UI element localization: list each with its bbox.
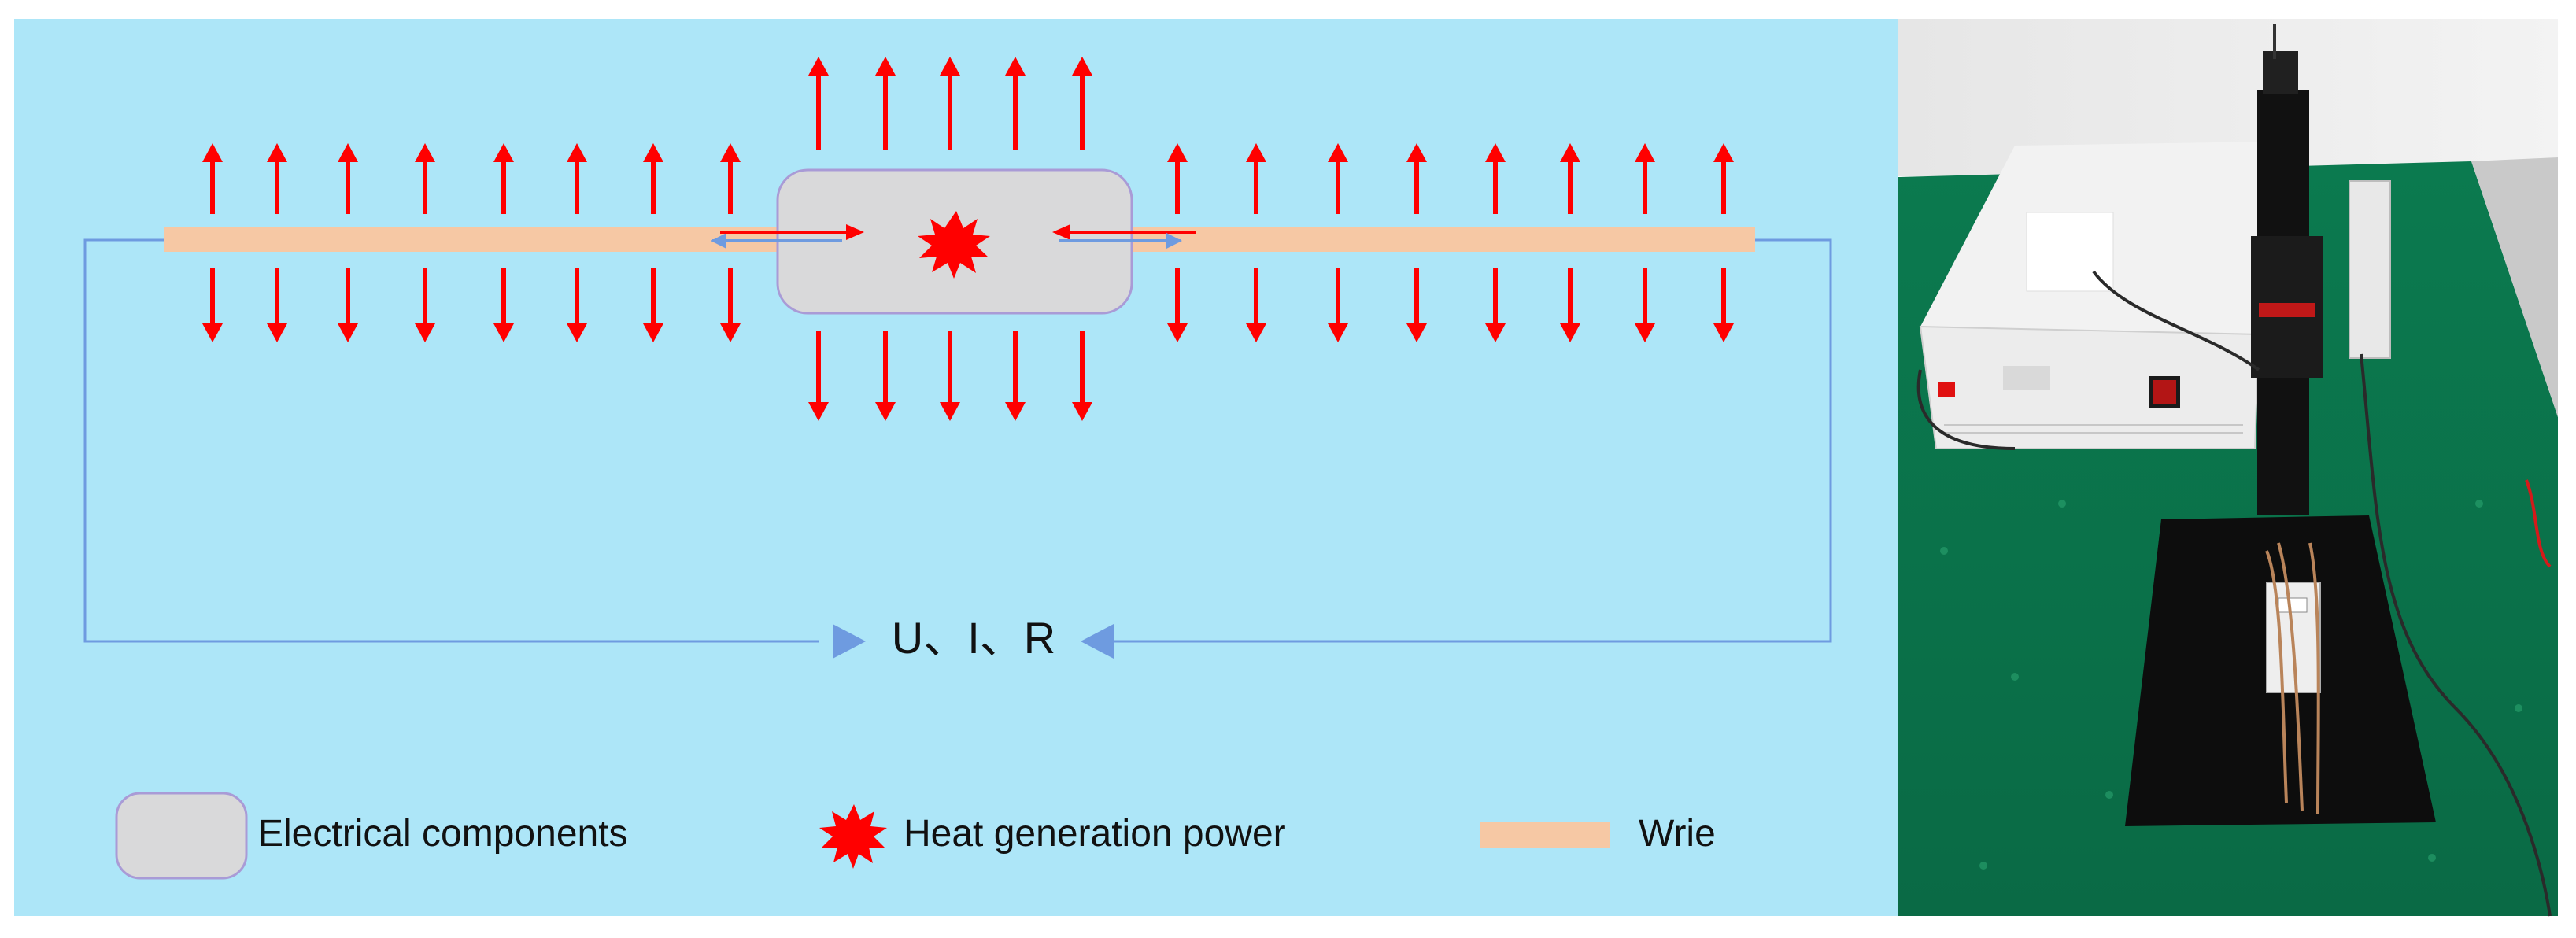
heat-arrow-down-11-head [1406,323,1427,342]
heat-arrow-down-3-head [415,323,435,342]
legend-heat-label: Heat generation power [904,813,1286,855]
heat-arrow-center-down-3-head [1005,402,1026,421]
wire-left [164,227,793,252]
heat-arrow-center-up-1-head [875,57,896,76]
heat-arrow-down-10-head [1328,323,1348,342]
heat-arrow-down-14-head [1635,323,1655,342]
heat-arrow-down-8-head [1167,323,1188,342]
heat-arrow-up-10-head [1328,143,1348,162]
heat-arrow-up-1-head [267,143,287,162]
current-arrows [711,224,1196,249]
heat-arrow-up-12-head [1485,143,1506,162]
heat-arrow-up-7-head [720,143,741,162]
heat-arrow-center-down-1-head [875,402,896,421]
heat-arrow-up-11-head [1406,143,1427,162]
measurement-arrow-left [833,624,866,659]
heat-arrow-center-up-2-head [940,57,960,76]
heat-arrow-down-12-head [1485,323,1506,342]
schematic-panel: U、I、R Electrical components Heat generat… [14,19,1903,916]
heat-arrow-down-6-head [643,323,663,342]
wire-right [1133,227,1755,252]
heat-arrow-center-up-4-head [1072,57,1092,76]
legend: Electrical components Heat generation po… [115,792,1716,880]
heat-star-icon [918,211,990,279]
legend-component-label: Electrical components [258,813,628,855]
heat-arrow-down-13-head [1560,323,1580,342]
legend-heat-star-icon [819,804,887,869]
heat-arrow-down-5-head [567,323,587,342]
heat-arrows [202,57,1734,421]
heat-arrow-center-down-2-head [940,402,960,421]
heat-arrow-down-9-head [1246,323,1266,342]
heat-arrow-up-15-head [1713,143,1734,162]
side-device [2349,180,2391,359]
heat-arrow-down-4-head [493,323,514,342]
heat-arrow-up-3-head [415,143,435,162]
heat-arrow-up-13-head [1560,143,1580,162]
heat-arrow-down-0-head [202,323,223,342]
heat-arrow-down-2-head [338,323,358,342]
heat-arrow-up-8-head [1167,143,1188,162]
camera-stand [2251,24,2323,515]
heat-arrow-up-2-head [338,143,358,162]
heat-arrow-center-up-3-head [1005,57,1026,76]
measurement-arrow-right [1081,624,1114,659]
experimental-setup-photo [1898,19,2558,917]
copper-wires [2265,542,2320,815]
heat-arrow-up-6-head [643,143,663,162]
heat-arrow-up-5-head [567,143,587,162]
grey-floor [2471,157,2558,417]
legend-component-swatch [115,792,248,880]
heat-arrow-up-14-head [1635,143,1655,162]
heat-arrow-up-4-head [493,143,514,162]
cables [1916,270,2552,917]
legend-wire-label: Wrie [1639,813,1716,855]
circuit-loop [83,238,1832,643]
heat-arrow-down-7-head [720,323,741,342]
heat-arrow-center-down-0-head [808,402,829,421]
schematic-background [14,19,1903,916]
measurement-label: U、I、R [892,613,1055,663]
heat-arrow-center-up-0-head [808,57,829,76]
power-supply [1919,142,2267,449]
heat-arrow-down-1-head [267,323,287,342]
heat-arrow-up-9-head [1246,143,1266,162]
legend-wire-swatch [1480,822,1610,848]
heat-arrow-down-15-head [1713,323,1734,342]
heat-arrow-center-down-4-head [1072,402,1092,421]
heat-arrow-up-0-head [202,143,223,162]
